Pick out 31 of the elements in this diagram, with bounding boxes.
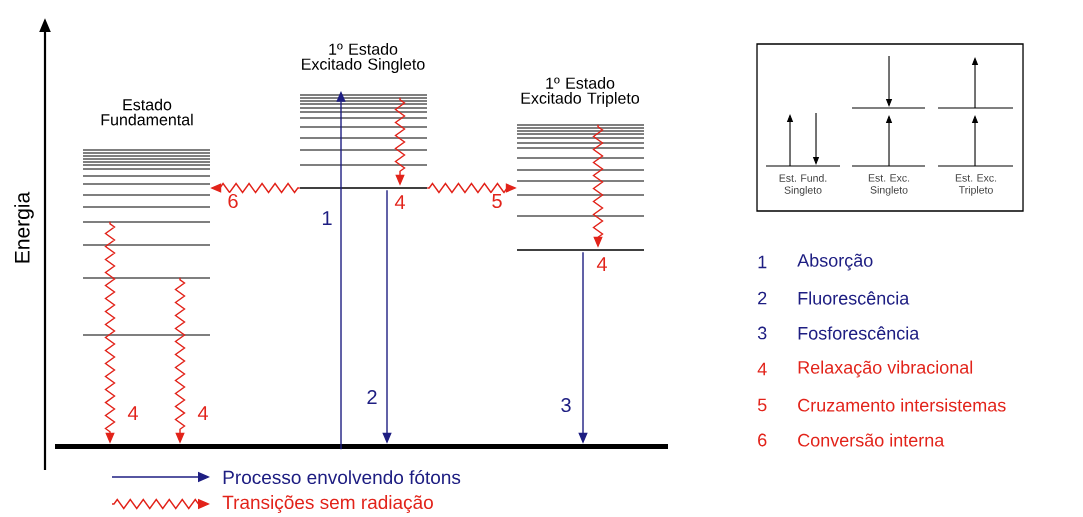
list-number: 6 (758, 433, 767, 447)
edge-label: 1 (320, 210, 334, 226)
list-text: Conversão interna (798, 433, 945, 447)
edge-label: 2 (365, 389, 379, 405)
state-caption: Est. Exc. Singleto (868, 174, 910, 196)
edge-label: 4 (393, 194, 407, 210)
axis-label: Energia (14, 191, 34, 263)
state-caption: Est. Exc. Tripleto (955, 174, 997, 196)
list-number: 5 (757, 398, 767, 412)
edge-label: 4 (595, 256, 609, 272)
edge-label: 3 (559, 396, 573, 414)
state-heading: 1º Estado Excitado Singleto (302, 43, 425, 73)
legend-text: Processo envolvendo fótons (223, 469, 461, 485)
ground-bar (55, 444, 668, 449)
list-text: Cruzamento intersistemas (798, 398, 1006, 412)
edge-label: 4 (126, 405, 140, 421)
edge-label: 4 (196, 405, 210, 421)
list-number: 1 (758, 255, 767, 269)
list-number: 2 (758, 291, 767, 305)
state-caption: Est. Fund. Singleto (779, 174, 827, 196)
list-text: Absorção (797, 253, 873, 271)
state-heading: 1º Estado Excitado Tripleto (521, 77, 640, 107)
state-heading: Estado Fundamental (101, 98, 193, 126)
list-text: Fluorescência (798, 291, 910, 305)
list-text: Relaxação vibracional (798, 360, 973, 378)
list-text: Fosforescência (798, 326, 920, 340)
edge-label: 6 (226, 192, 240, 210)
list-number: 4 (757, 362, 767, 376)
list-number: 3 (757, 326, 767, 340)
edge-label: 5 (490, 193, 504, 209)
legend-text: Transições sem radiação (222, 495, 433, 513)
